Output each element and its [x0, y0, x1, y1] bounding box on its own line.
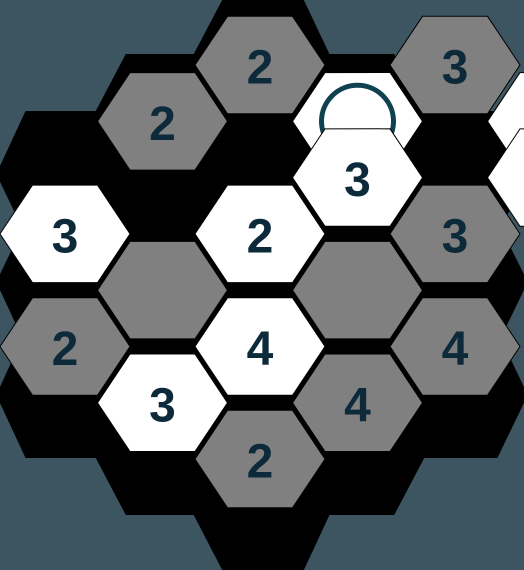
hex-cell-shape[interactable]	[291, 128, 424, 227]
hex-cell-r1c0[interactable]: 2	[96, 71, 229, 171]
hex-cell-number: 3	[52, 210, 79, 263]
hex-cell-number: 4	[442, 323, 469, 376]
hex-cell-shape[interactable]	[389, 297, 521, 396]
hex-cell-number: 3	[442, 42, 469, 95]
hex-cell-r2c0[interactable]: 3	[291, 128, 424, 227]
hex-cell-number: 2	[52, 323, 79, 376]
hex-cell-r5c0[interactable]: 2	[0, 297, 131, 396]
hex-cell-shape[interactable]	[194, 297, 326, 396]
hex-cell-shape[interactable]	[194, 409, 326, 509]
hex-cell-number: 3	[149, 379, 176, 432]
hex-cell-number: 4	[247, 323, 274, 376]
hex-cell-shape[interactable]	[291, 240, 424, 340]
hex-cell-number: 3	[442, 210, 469, 263]
hex-cell-shape[interactable]	[0, 297, 131, 396]
hex-cell-r6c1[interactable]: 4	[291, 353, 424, 452]
hex-cell-r4c0[interactable]	[96, 240, 229, 340]
hex-cells: 2312132323244342	[0, 15, 524, 509]
hex-cell-r3c1[interactable]: 2	[194, 184, 326, 284]
hex-cell-shape[interactable]	[96, 353, 229, 452]
hex-cell-shape[interactable]	[291, 353, 424, 452]
hex-cell-number: 4	[344, 379, 371, 432]
hex-cell-number: 2	[247, 436, 274, 489]
hex-cell-number: 2	[247, 210, 274, 263]
hex-cell-r0c0[interactable]: 2	[194, 15, 326, 115]
hex-cell-r3c0[interactable]: 3	[0, 184, 131, 284]
hex-cell-r3c2[interactable]: 3	[389, 184, 521, 284]
hex-cell-shape[interactable]	[389, 184, 521, 284]
hex-cell-shape[interactable]	[194, 184, 326, 284]
hex-cell-number: 2	[247, 42, 274, 95]
hex-cell-shape[interactable]	[194, 15, 326, 115]
hex-cell-r0c1[interactable]: 3	[389, 15, 521, 115]
hex-cell-shape[interactable]	[486, 128, 524, 227]
hex-cell-number: 2	[149, 98, 176, 151]
hex-cell-r2c1[interactable]: 2	[486, 128, 524, 227]
hex-cell-r4c1[interactable]	[291, 240, 424, 340]
hex-cell-shape[interactable]	[96, 71, 229, 171]
hex-cell-shape[interactable]	[96, 240, 229, 340]
hex-cell-r7c0[interactable]: 2	[194, 409, 326, 509]
hex-cell-number: 3	[344, 154, 371, 207]
hex-cell-r5c2[interactable]: 4	[389, 297, 521, 396]
hex-cell-shape[interactable]	[0, 184, 131, 284]
hex-cell-r6c0[interactable]: 3	[96, 353, 229, 452]
hex-cell-r5c1[interactable]: 4	[194, 297, 326, 396]
hex-cell-shape[interactable]	[389, 15, 521, 115]
